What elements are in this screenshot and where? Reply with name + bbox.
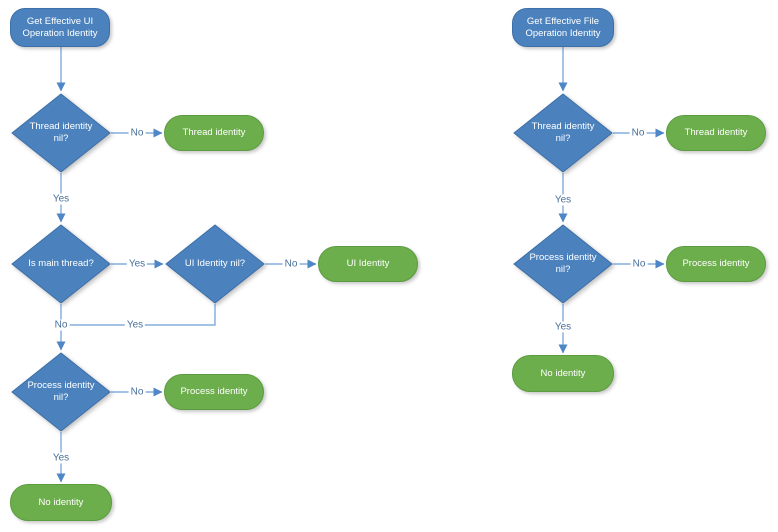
edge-label-yes: Yes	[552, 194, 574, 206]
node-ui-no-identity: No identity	[10, 484, 112, 521]
edge-label-yes: Yes	[50, 193, 72, 205]
node-file-no-identity: No identity	[512, 355, 614, 392]
decision-label: Thread identity nil?	[531, 121, 595, 144]
node-ui-process-identity: Process identity	[164, 374, 264, 410]
node-start-ui: Get Effective UI Operation Identity	[10, 8, 110, 47]
diamond-shape	[11, 224, 111, 304]
decision-ui-process-identity-nil: Process identity nil?	[11, 352, 111, 432]
node-ui-identity: UI Identity	[318, 246, 418, 282]
diamond-shape	[513, 224, 613, 304]
diamond-shape	[11, 93, 111, 173]
decision-label: UI Identity nil?	[184, 258, 246, 269]
decision-ui-thread-identity-nil: Thread identity nil?	[11, 93, 111, 173]
edge-label-no: No	[128, 386, 146, 398]
decision-file-thread-identity-nil: Thread identity nil?	[513, 93, 613, 173]
edge-label-yes: Yes	[552, 321, 574, 333]
diamond-shape	[11, 352, 111, 432]
decision-file-process-identity-nil: Process identity nil?	[513, 224, 613, 304]
decision-label: Process identity nil?	[27, 380, 95, 403]
decision-label: Is main thread?	[28, 258, 94, 269]
connector-ui-uinil-yes	[61, 304, 216, 326]
edge-label-yes: Yes	[124, 319, 146, 331]
node-ui-thread-identity: Thread identity	[164, 115, 264, 151]
edge-label-no: No	[630, 258, 648, 270]
edge-label-yes: Yes	[126, 258, 148, 270]
diamond-shape	[165, 224, 265, 304]
decision-label: Thread identity nil?	[29, 121, 93, 144]
edge-label-no: No	[629, 127, 647, 139]
edge-label-no: No	[282, 258, 300, 270]
node-file-process-identity: Process identity	[666, 246, 766, 282]
edge-label-no: No	[52, 319, 70, 331]
edge-label-no: No	[128, 127, 146, 139]
node-start-file: Get Effective File Operation Identity	[512, 8, 614, 47]
diamond-shape	[513, 93, 613, 173]
decision-label: Process identity nil?	[529, 252, 597, 275]
decision-ui-is-main-thread: Is main thread?	[11, 224, 111, 304]
decision-ui-identity-nil: UI Identity nil?	[165, 224, 265, 304]
edge-label-yes: Yes	[50, 452, 72, 464]
node-file-thread-identity: Thread identity	[666, 115, 766, 151]
